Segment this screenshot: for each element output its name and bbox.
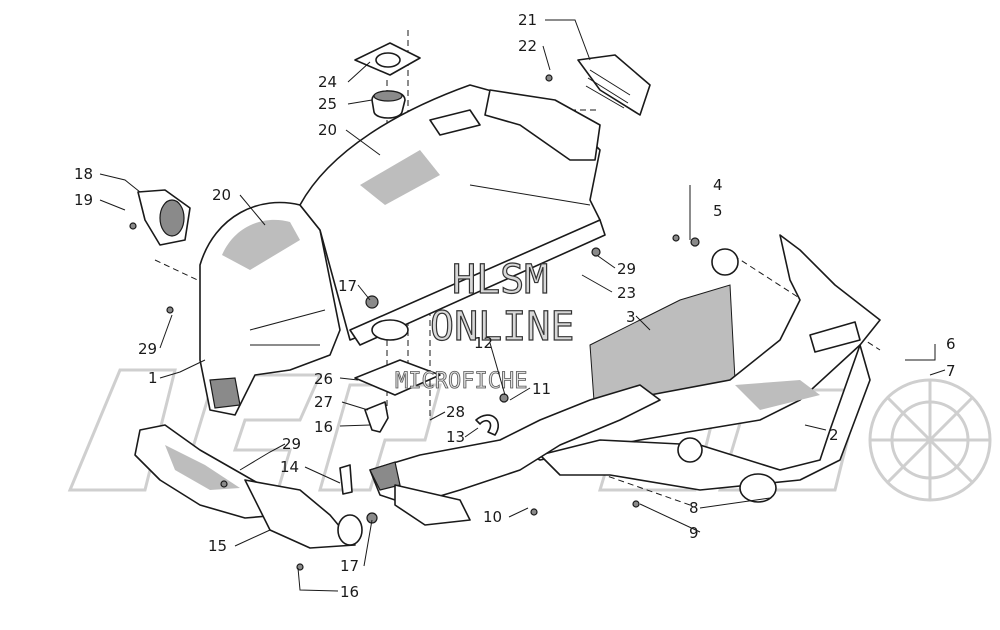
callout-23: 23 [617,284,636,302]
callout-21: 21 [518,11,537,29]
callout-27: 27 [314,393,333,411]
callout-14: 14 [280,458,299,476]
fastener-group [129,74,777,571]
callout-5: 5 [713,202,723,220]
callout-25: 25 [318,95,337,113]
callout-13: 13 [446,428,465,446]
callout-19: 19 [74,191,93,209]
callout-17-upper: 17 [338,277,357,295]
callout-8: 8 [689,499,699,517]
watermark-line-2: ONLINE [430,304,575,350]
callout-2: 2 [829,426,839,444]
plate-part-26 [339,319,441,495]
watermark-line-1: HLSM [452,257,548,303]
callout-22: 22 [518,37,537,55]
callout-29-lower: 29 [282,435,301,453]
grille-part-21 [484,54,651,161]
callout-15: 15 [208,537,227,555]
callout-20-top: 20 [318,121,337,139]
watermark: HLSM ONLINE MICROFICHE [395,256,576,394]
callout-3: 3 [626,308,636,326]
callout-28: 28 [446,403,465,421]
callout-16-lower: 16 [340,583,359,601]
frame-part-10 [369,384,661,526]
callout-17-lower: 17 [340,557,359,575]
boot-part-25 [354,42,421,119]
callout-12: 12 [474,334,493,352]
callout-24: 24 [318,73,337,91]
leader-lines [99,19,946,592]
callout-26: 26 [314,370,333,388]
callout-labels: 21 22 24 25 20 20 18 19 4 5 29 23 17 3 2… [74,11,956,601]
callout-16-upper: 16 [314,418,333,436]
callout-1: 1 [148,369,158,387]
callout-7: 7 [946,362,956,380]
callout-6: 6 [946,335,956,353]
callout-10: 10 [483,508,502,526]
shelf-part-23 [299,84,606,346]
callout-20-left: 20 [212,186,231,204]
callout-9: 9 [689,524,699,542]
side-panel-part-1 [199,201,341,416]
watermark-line-3: MICROFICHE [395,369,527,394]
guard-part-15 [134,424,356,549]
callout-11: 11 [532,380,551,398]
bumper-part-2 [519,234,881,491]
callout-4: 4 [713,176,723,194]
callout-29-right: 29 [617,260,636,278]
callout-18: 18 [74,165,93,183]
callout-29-left: 29 [138,340,157,358]
cup-part-18 [137,189,191,246]
